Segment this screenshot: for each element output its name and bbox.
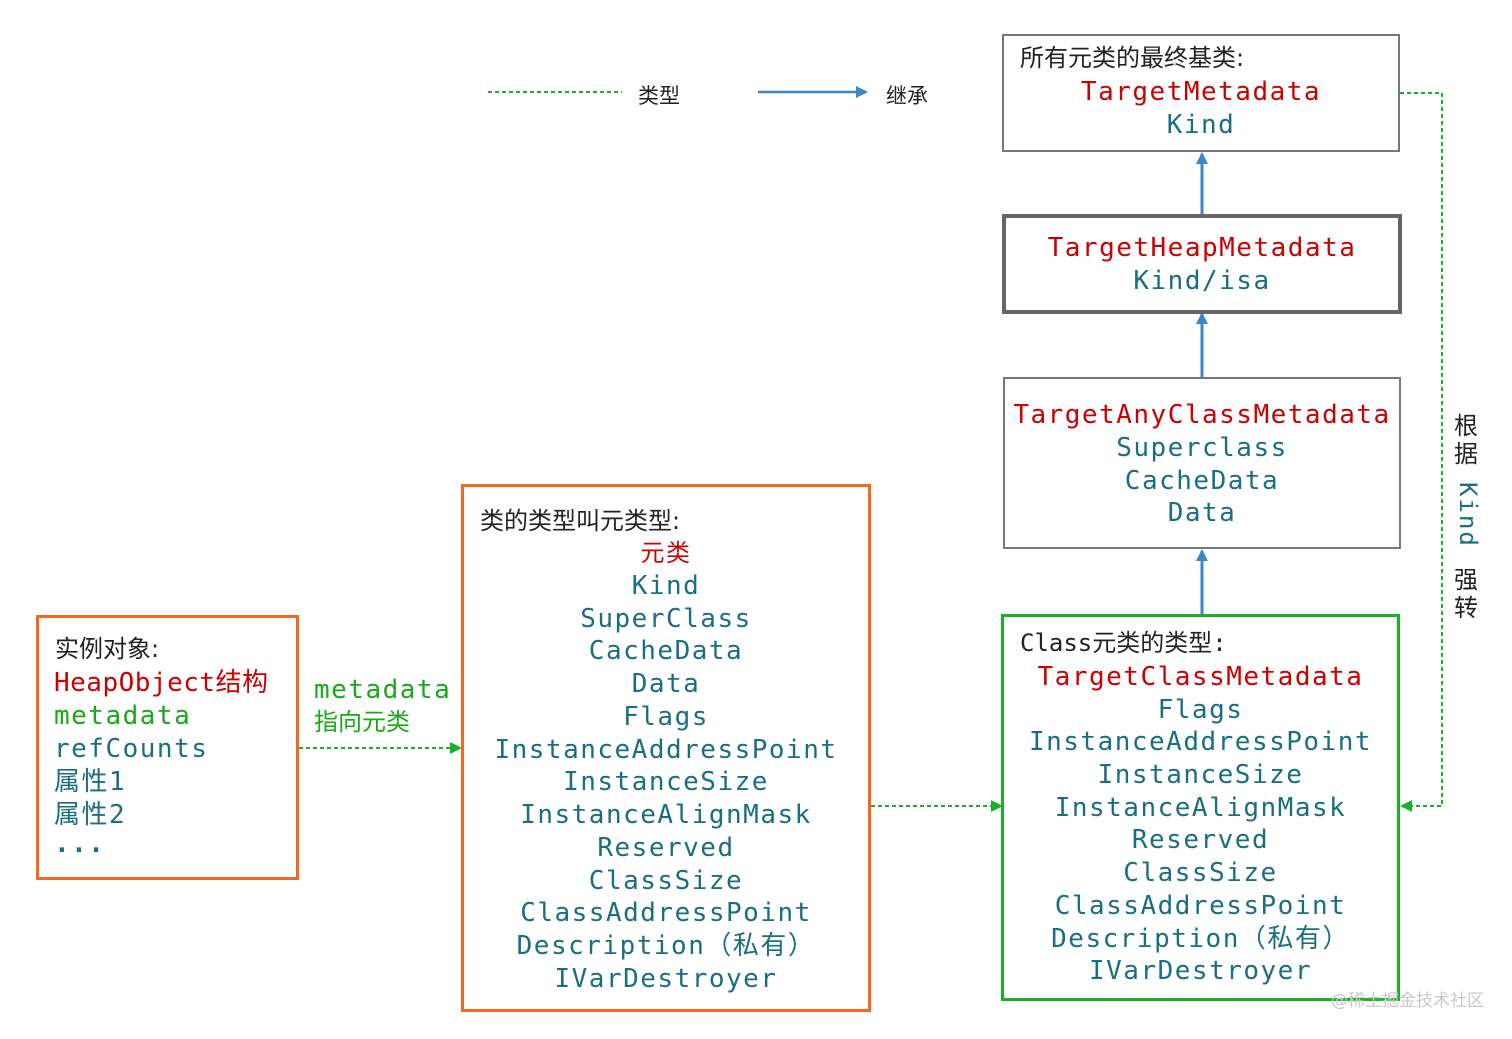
side-label-kind-wrap: Kind [1452, 482, 1482, 552]
target-any-class-metadata-box: TargetAnyClassMetadata Superclass CacheD… [1003, 377, 1401, 549]
target-any-class-field-cachedata: CacheData [1124, 466, 1280, 496]
metaclass-field-class-size: ClassSize [588, 866, 744, 896]
target-metadata-header: 所有元类的最终基类: [1020, 44, 1245, 72]
instance-object-field-property2: 属性2 [54, 800, 127, 830]
class-metatype-title: TargetClassMetadata [1037, 662, 1364, 692]
target-metadata-field-kind: Kind [1166, 110, 1236, 140]
class-metatype-field-instance-address-point: InstanceAddressPoint [1028, 727, 1373, 757]
legend-type-label: 类型 [638, 84, 680, 108]
target-heap-metadata-title: TargetHeapMetadata [1047, 233, 1357, 263]
legend-inherit-label: 继承 [886, 84, 928, 108]
instance-object-field-property1: 属性1 [54, 767, 127, 797]
side-label-top-text: 根据 [1454, 412, 1478, 468]
watermark: @稀土掘金技术社区 [1331, 991, 1484, 1011]
side-label-top: 根据 [1452, 412, 1482, 468]
class-metatype-field-instance-size: InstanceSize [1097, 760, 1304, 790]
side-label-kind: Kind [1454, 482, 1482, 548]
metaclass-field-reserved: Reserved [597, 833, 735, 863]
metaclass-field-cachedata: CacheData [588, 636, 744, 666]
metaclass-field-class-address-point: ClassAddressPoint [520, 898, 812, 928]
instance-object-header: 实例对象: [55, 635, 160, 663]
metaclass-field-superclass: SuperClass [580, 604, 752, 634]
metaclass-field-flags: Flags [623, 702, 709, 732]
instance-object-title: HeapObject结构 [54, 668, 269, 698]
side-label-bottom-text: 强转 [1454, 566, 1478, 622]
instance-object-field-ellipsis: ... [54, 829, 106, 859]
type-arrow-metadata-to-classmeta [1400, 92, 1443, 812]
class-metatype-field-class-size: ClassSize [1123, 858, 1278, 888]
class-metatype-field-ivar-destroyer: IVarDestroyer [1089, 956, 1312, 986]
target-metadata-box: 所有元类的最终基类: TargetMetadata Kind [1002, 34, 1400, 152]
metaclass-header: 类的类型叫元类型: [480, 507, 681, 535]
class-metatype-header: Class元类的类型: [1020, 629, 1227, 657]
target-any-class-metadata-title: TargetAnyClassMetadata [1013, 400, 1391, 430]
class-metatype-field-description: Description（私有） [1051, 924, 1350, 954]
metaclass-field-data: Data [631, 669, 701, 699]
target-heap-metadata-field-kind-isa: Kind/isa [1133, 266, 1271, 296]
metadata-arrow-label-line2: 指向元类 [314, 708, 410, 736]
metaclass-field-description: Description（私有） [516, 931, 816, 961]
metaclass-field-instance-align-mask: InstanceAlignMask [520, 800, 812, 830]
instance-object-box: 实例对象: HeapObject结构 metadata refCounts 属性… [36, 615, 299, 880]
class-metatype-field-instance-align-mask: InstanceAlignMask [1054, 793, 1347, 823]
metaclass-field-instance-address-point: InstanceAddressPoint [494, 735, 838, 765]
metaclass-field-kind: Kind [631, 571, 701, 601]
metadata-arrow-label-line1: metadata [314, 675, 452, 705]
class-metatype-box: Class元类的类型: TargetClassMetadata Flags In… [1001, 614, 1400, 1001]
target-heap-metadata-box: TargetHeapMetadata Kind/isa [1002, 214, 1402, 314]
class-metatype-field-flags: Flags [1157, 695, 1244, 725]
class-metatype-field-class-address-point: ClassAddressPoint [1054, 891, 1347, 921]
target-any-class-field-superclass: Superclass [1116, 433, 1288, 463]
metaclass-box: 类的类型叫元类型: 元类 Kind SuperClass CacheData D… [461, 484, 871, 1012]
class-metatype-field-reserved: Reserved [1131, 825, 1270, 855]
metaclass-field-ivar-destroyer: IVarDestroyer [554, 964, 778, 994]
side-label-bottom: 强转 [1452, 566, 1482, 622]
metaclass-field-instance-size: InstanceSize [563, 767, 769, 797]
target-metadata-title: TargetMetadata [1080, 77, 1322, 107]
metaclass-title: 元类 [640, 539, 692, 567]
instance-object-field-refcounts: refCounts [54, 734, 209, 764]
instance-object-metadata-field: metadata [54, 701, 192, 731]
target-any-class-field-data: Data [1167, 498, 1237, 528]
